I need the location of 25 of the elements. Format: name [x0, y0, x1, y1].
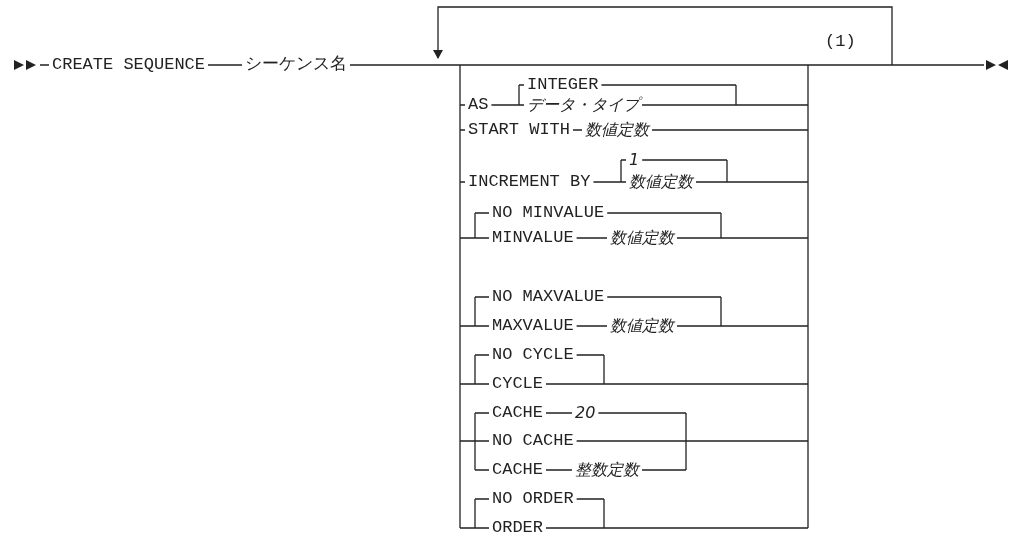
- variable-name: 数値定数: [610, 317, 674, 335]
- variable-name: 数値定数: [585, 121, 649, 139]
- keyword: NO MAXVALUE: [492, 288, 605, 306]
- variable-name: 20: [575, 404, 596, 422]
- variable-name: 整数定数: [575, 461, 639, 479]
- keyword: NO CACHE: [492, 432, 574, 450]
- variable-name: 数値定数: [629, 173, 693, 191]
- keyword: START WITH: [468, 121, 571, 139]
- keyword: INCREMENT BY: [468, 173, 591, 191]
- keyword: NO MINVALUE: [492, 204, 605, 222]
- keyword: CACHE: [492, 461, 543, 479]
- parameter-name: シーケンス名: [245, 56, 347, 74]
- keyword: MAXVALUE: [492, 317, 574, 335]
- keyword: MINVALUE: [492, 229, 574, 247]
- keyword: AS: [468, 96, 489, 114]
- keyword: CREATE SEQUENCE: [52, 56, 206, 74]
- keyword: NO CYCLE: [492, 346, 574, 364]
- keyword: INTEGER: [527, 76, 599, 94]
- variable-name: 数値定数: [610, 229, 674, 247]
- keyword: NO ORDER: [492, 490, 574, 508]
- keyword: ORDER: [492, 519, 543, 537]
- footnote-marker: (1): [825, 33, 856, 51]
- variable-name: 1: [629, 151, 640, 169]
- keyword: CACHE: [492, 404, 543, 422]
- keyword: CYCLE: [492, 375, 543, 393]
